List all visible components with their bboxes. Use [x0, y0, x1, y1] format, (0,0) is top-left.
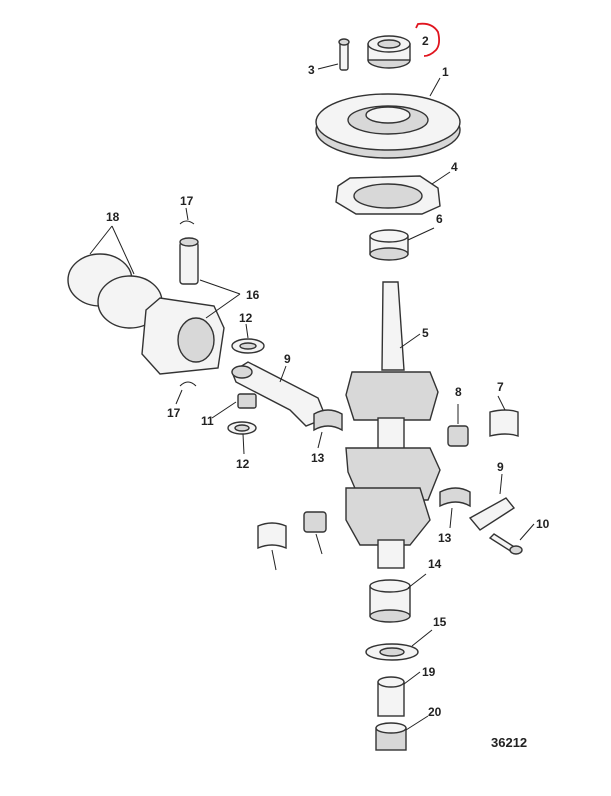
- callout-9-left: 9: [284, 352, 291, 366]
- part-17-circlip-bottom[interactable]: [175, 381, 197, 405]
- callout-13-right: 13: [438, 531, 452, 545]
- part-15-washer[interactable]: [365, 629, 433, 661]
- callout-15: 15: [433, 615, 447, 629]
- callout-4: 4: [451, 160, 458, 174]
- part-19-sleeve[interactable]: [377, 671, 421, 717]
- part-13-needle-left[interactable]: [313, 409, 343, 449]
- callout-5: 5: [422, 326, 429, 340]
- callout-17-bottom: 17: [167, 406, 181, 420]
- callout-7-right: 7: [497, 380, 504, 394]
- part-3-screw[interactable]: [317, 38, 350, 71]
- part-13-needle-right[interactable]: [439, 487, 471, 529]
- part-20-gear[interactable]: [375, 715, 429, 751]
- part-4-gasket[interactable]: [335, 171, 451, 215]
- part-12-washer-bottom[interactable]: [227, 421, 257, 455]
- part-12-washer-top[interactable]: [231, 323, 265, 354]
- part-6-bearing[interactable]: [369, 227, 435, 261]
- part-11-needle-bearing[interactable]: [211, 393, 257, 419]
- callout-12-bottom: 12: [236, 457, 250, 471]
- part-8-needle-left[interactable]: [303, 511, 327, 555]
- callout-16: 16: [246, 288, 260, 302]
- callout-2: 2: [422, 34, 429, 48]
- callout-10: 10: [536, 517, 550, 531]
- reference-number: 36212: [491, 735, 528, 750]
- part-1-plate[interactable]: [315, 77, 461, 159]
- part-16-piston-pin[interactable]: [141, 237, 241, 375]
- part-8-needle-right[interactable]: [447, 404, 469, 447]
- callout-14: 14: [428, 557, 442, 571]
- part-7-shell-left[interactable]: [257, 522, 287, 571]
- part-9-rod-cap[interactable]: [468, 473, 516, 531]
- callout-3: 3: [308, 63, 315, 77]
- callout-8-right: 8: [455, 385, 462, 399]
- callout-6: 6: [436, 212, 443, 226]
- part-2-seal[interactable]: [367, 35, 411, 69]
- part-7-shell-right[interactable]: [489, 395, 519, 437]
- part-10-bolt[interactable]: [488, 523, 535, 555]
- part-5-crankshaft[interactable]: [345, 281, 441, 569]
- callout-12-top: 12: [239, 311, 253, 325]
- callout-9-right: 9: [497, 460, 504, 474]
- callout-19: 19: [422, 665, 436, 679]
- highlight-mark: [415, 22, 441, 57]
- callout-17-top: 17: [180, 194, 194, 208]
- part-17-circlip-top[interactable]: [179, 207, 195, 225]
- callout-13-left: 13: [311, 451, 325, 465]
- callout-20: 20: [428, 705, 442, 719]
- part-14-bearing[interactable]: [369, 573, 427, 623]
- callout-11: 11: [201, 414, 214, 428]
- callout-18: 18: [106, 210, 120, 224]
- callout-1: 1: [442, 65, 449, 79]
